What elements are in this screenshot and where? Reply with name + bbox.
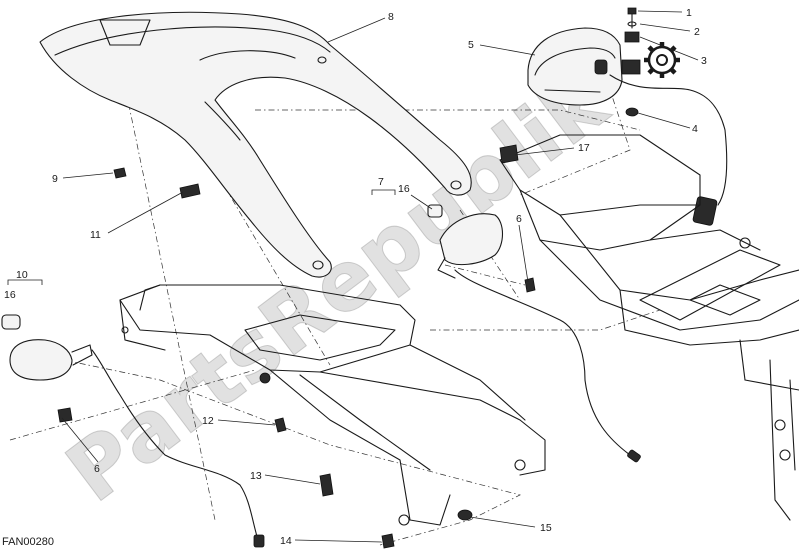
- tail-light-hardware: [621, 7, 641, 117]
- part-5-tail-light: [527, 27, 728, 226]
- callout-11: 11: [90, 229, 101, 241]
- callout-3: 3: [701, 55, 707, 67]
- callout-8: 8: [388, 11, 394, 23]
- fasteners: [57, 167, 536, 549]
- callout-13: 13: [250, 470, 262, 482]
- drawing-code: FAN00280: [2, 536, 54, 548]
- callout-6-left: 6: [94, 463, 100, 475]
- gear-icon: [644, 42, 680, 78]
- watermark-text: PartsRepublik: [50, 54, 626, 521]
- part-8-seat-cowl: [39, 11, 472, 278]
- leader-lines: [7, 10, 699, 543]
- callout-6: 6: [516, 213, 522, 225]
- callout-10: 10: [16, 269, 28, 281]
- callout-14: 14: [280, 535, 292, 547]
- license-plate-holder: [119, 284, 546, 526]
- watermark-layer: PartsRepublik: [49, 54, 626, 522]
- callout-4: 4: [692, 123, 698, 135]
- callout-17: 17: [578, 142, 590, 154]
- part-7-right-indicator: [427, 204, 641, 463]
- callout-16-left: 16: [4, 289, 16, 301]
- callout-16: 16: [398, 183, 410, 195]
- callout-9: 9: [52, 173, 58, 185]
- callout-5: 5: [468, 39, 474, 51]
- part-10-left-indicator: [1, 314, 265, 548]
- callout-15: 15: [540, 522, 552, 534]
- callout-2: 2: [694, 26, 700, 38]
- callout-1: 1: [686, 7, 692, 19]
- callout-labels: 1 2 3 4 5 6 7 8 9 10 11 12 13 14 15 16 1…: [4, 7, 707, 547]
- callout-12: 12: [202, 415, 214, 427]
- rear-subframe: [499, 134, 799, 521]
- callout-7: 7: [378, 176, 384, 188]
